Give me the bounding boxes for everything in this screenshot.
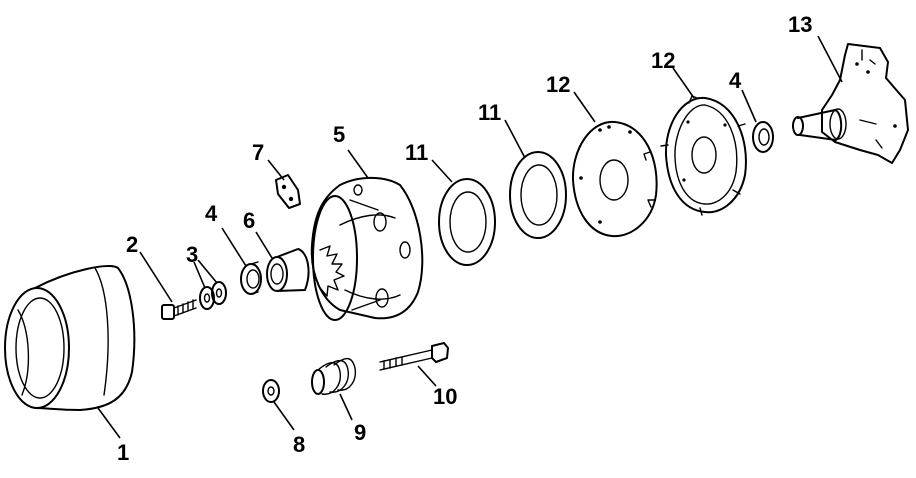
part-bolt: [139, 251, 197, 320]
part-spindle: [792, 35, 909, 164]
callout-drum: 1: [117, 440, 129, 465]
part-spacer-right: [741, 89, 774, 153]
part-spacer-left: [221, 227, 262, 295]
callout-spindle: 13: [788, 12, 812, 37]
part-hub: [310, 149, 424, 321]
callout-hub: 5: [333, 122, 345, 147]
callout-plate-right: 12: [651, 48, 675, 73]
part-spring: [311, 357, 357, 421]
part-disc-right: [504, 119, 567, 239]
callout-bolt: 2: [126, 232, 138, 257]
callout-spacer-left: 4: [205, 201, 218, 226]
part-drum: [4, 265, 136, 439]
callout-small-washer: 8: [293, 432, 305, 457]
callout-spring: 9: [354, 420, 366, 445]
callout-washers: 3: [186, 242, 198, 267]
callout-disc-right: 11: [478, 100, 501, 125]
part-washers: [193, 259, 227, 310]
callout-bushing: 6: [243, 208, 255, 233]
part-disc-left: [431, 159, 496, 266]
part-bushing: [255, 231, 310, 292]
callout-spacer-right: 4: [729, 68, 742, 93]
part-bracket: [267, 159, 301, 209]
callout-disc-left: 11: [405, 140, 428, 165]
callout-long-bolt: 10: [433, 384, 457, 409]
callout-bracket: 7: [252, 140, 264, 165]
part-long-bolt: [379, 342, 449, 387]
part-plate-left: [571, 91, 658, 238]
part-plate-right: [660, 67, 747, 216]
callout-plate-left: 12: [546, 72, 570, 97]
part-small-washer: [262, 379, 295, 431]
